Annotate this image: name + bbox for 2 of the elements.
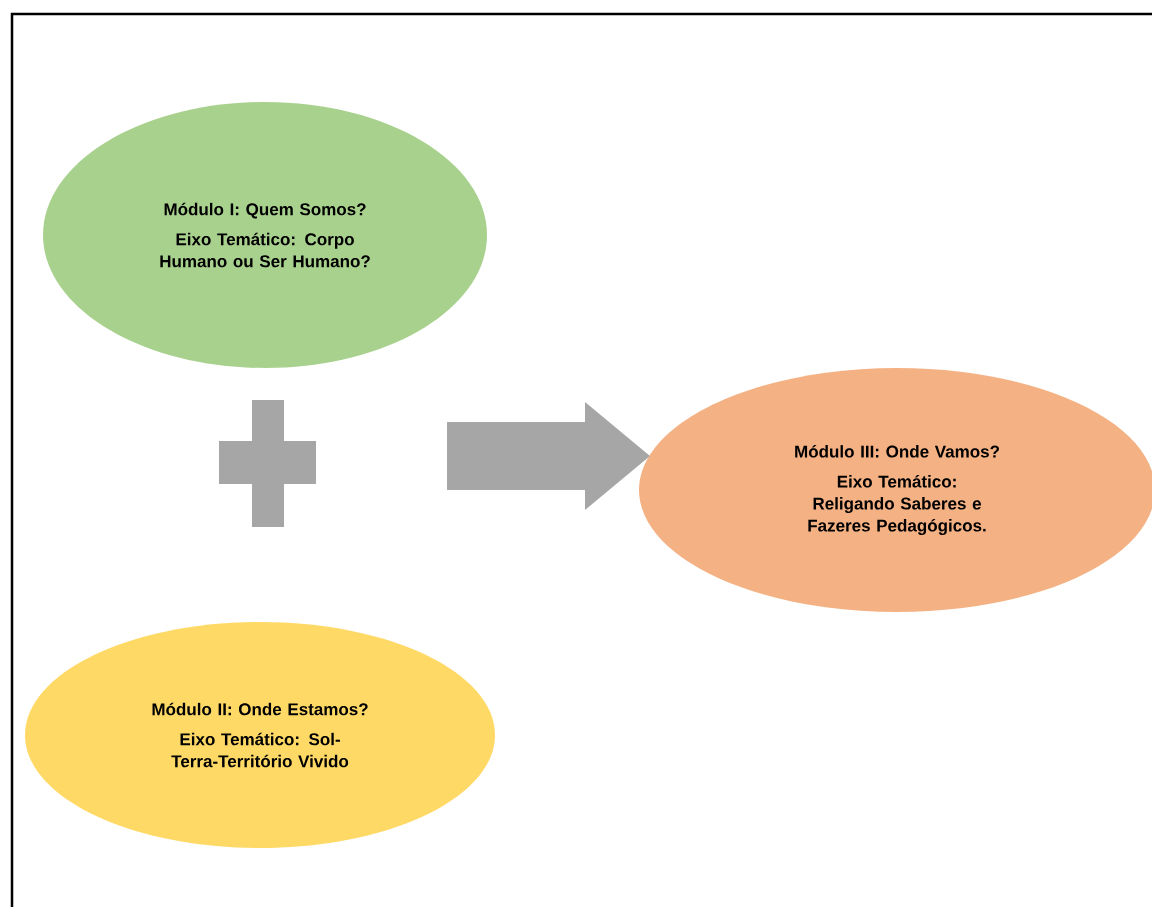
block-arrow <box>447 402 650 510</box>
plus-sign <box>219 400 316 527</box>
